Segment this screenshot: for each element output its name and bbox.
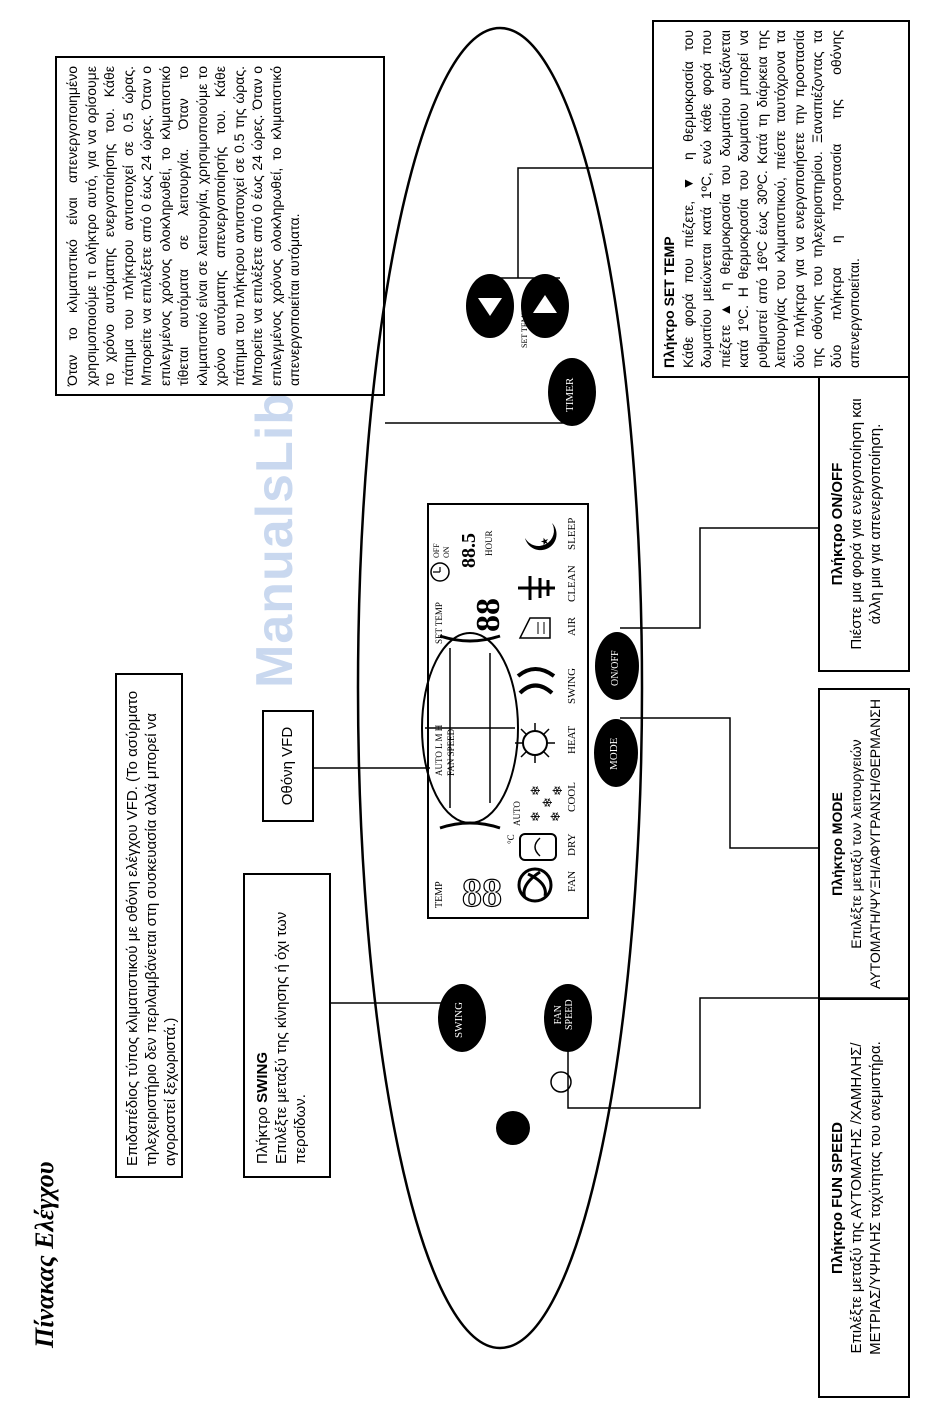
swing-button[interactable] bbox=[438, 984, 486, 1052]
mode-clean: CLEAN bbox=[566, 565, 578, 602]
svg-text:❄: ❄ bbox=[528, 811, 543, 822]
mode-fan: FAN bbox=[566, 870, 578, 892]
panel-outline bbox=[356, 26, 644, 1350]
heat-sun-icon bbox=[515, 723, 555, 763]
mode-button-label: MODE bbox=[608, 737, 620, 770]
mode-swing: SWING bbox=[566, 667, 578, 704]
display-hour: HOUR bbox=[484, 530, 494, 556]
settemp-label: SET TEMP. bbox=[520, 309, 529, 348]
vfd-display bbox=[427, 503, 589, 919]
swing-button-label: SWING bbox=[453, 1001, 465, 1038]
svg-text:❄: ❄ bbox=[550, 785, 565, 796]
onoff-leader bbox=[620, 527, 818, 629]
sleep-moon-icon: ★ bbox=[525, 523, 557, 551]
display-set-temp: SET TEMP bbox=[434, 602, 444, 644]
onoff-button-label: ON/OFF bbox=[610, 650, 621, 686]
svg-text:★: ★ bbox=[540, 537, 551, 546]
fan-speed-bars-icon bbox=[421, 632, 519, 830]
settemp-down-button[interactable] bbox=[466, 274, 514, 338]
clean-tree-icon bbox=[518, 576, 555, 600]
indicator-dot bbox=[496, 1111, 530, 1145]
indicator-ring bbox=[550, 1071, 572, 1093]
mode-cool: COOL bbox=[566, 782, 578, 812]
fan-label: FAN bbox=[553, 1005, 564, 1025]
display-timer-off: OFF bbox=[432, 543, 441, 558]
swing-icon bbox=[516, 667, 556, 695]
temp-digits: 88 bbox=[462, 870, 502, 915]
display-timer-digits: 88.5 bbox=[458, 533, 480, 568]
onoff-button[interactable] bbox=[595, 632, 639, 700]
mode-heat: HEAT bbox=[566, 725, 578, 754]
settemp-leader bbox=[490, 167, 652, 279]
svg-text:❄: ❄ bbox=[540, 797, 555, 808]
air-icon bbox=[518, 617, 551, 639]
mode-dry: DRY bbox=[566, 833, 578, 856]
display-set-digits: 88 bbox=[470, 598, 507, 632]
speed-label: SPEED bbox=[564, 999, 575, 1030]
display-unit: °C bbox=[506, 834, 516, 844]
display-fan-speed: FAN SPEED bbox=[446, 728, 456, 776]
mode-leader bbox=[620, 717, 818, 849]
display-temp-label: TEMP bbox=[434, 881, 445, 908]
cool-snowflakes-icon: ❄❄ ❄❄ ❄ bbox=[528, 785, 565, 822]
fan-icon bbox=[517, 867, 553, 903]
mode-air: AIR bbox=[566, 617, 578, 636]
display-auto: AUTO bbox=[512, 801, 522, 826]
timer-button[interactable] bbox=[548, 358, 596, 426]
display-timer-on: ON bbox=[442, 546, 451, 558]
svg-text:❄: ❄ bbox=[528, 785, 543, 796]
timer-button-label: TIMER bbox=[564, 377, 576, 412]
dry-icon bbox=[519, 833, 557, 861]
mode-button[interactable] bbox=[594, 719, 638, 787]
svg-text:❄: ❄ bbox=[548, 811, 563, 822]
fan-speed-button-label: FAN SPEED bbox=[553, 999, 575, 1030]
display-fan-levels: AUTO L M H bbox=[434, 724, 444, 776]
mode-sleep: SLEEP bbox=[566, 517, 578, 550]
timer-clock-icon bbox=[430, 562, 450, 582]
swing-leader bbox=[330, 988, 463, 1004]
leader-lines bbox=[312, 167, 910, 1109]
settemp-up-button[interactable] bbox=[521, 274, 569, 338]
